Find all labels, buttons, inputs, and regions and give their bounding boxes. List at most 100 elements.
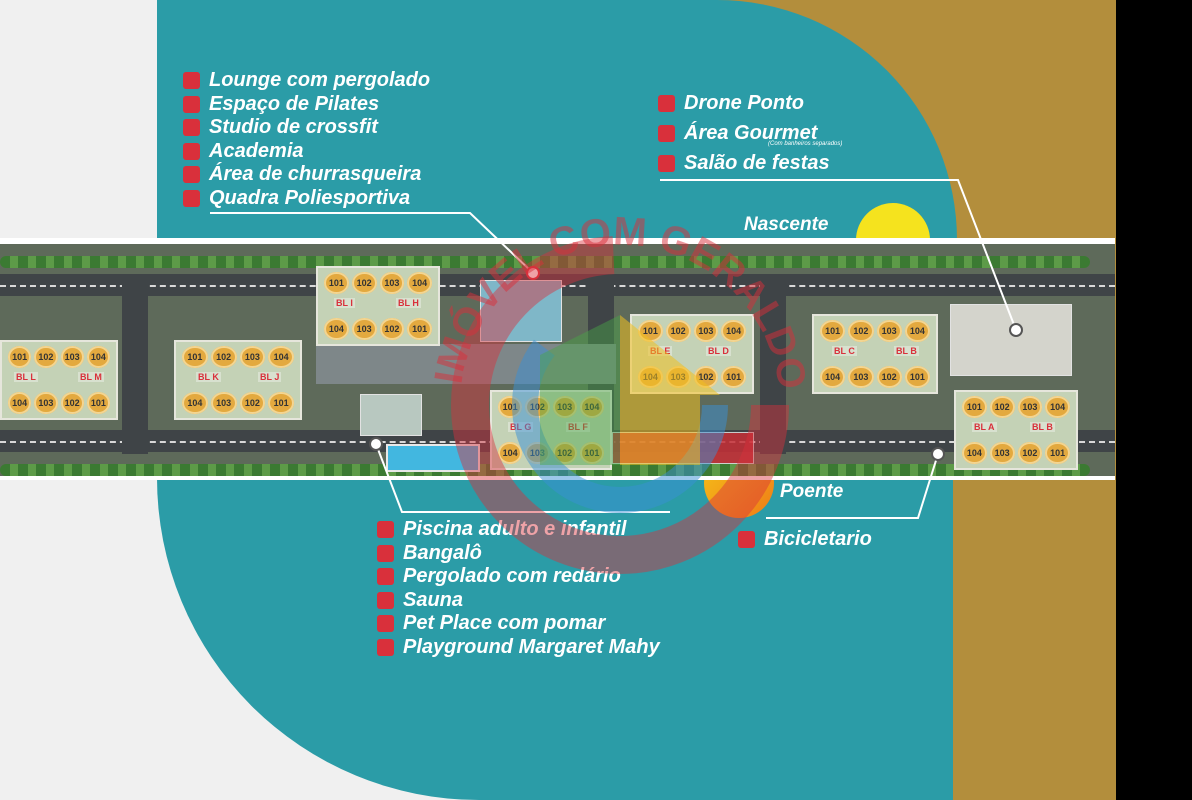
list-item: Piscina adulto e infantil (377, 518, 660, 542)
unit-number: 102 (210, 346, 237, 368)
sunrise-label: Nascente (744, 214, 829, 235)
unit-number: 103 (525, 442, 550, 464)
unit-number: 102 (848, 320, 874, 342)
unit-number: 102 (239, 392, 266, 414)
unit-number: 102 (1017, 442, 1043, 464)
tree-row-top (0, 256, 1090, 268)
unit-number: 104 (638, 366, 663, 388)
list-item: Bicicletario (738, 528, 872, 552)
unit-number: 103 (239, 346, 266, 368)
unit-number: 101 (1045, 442, 1070, 464)
unit-number: 102 (351, 272, 377, 294)
bullet-icon (183, 72, 200, 90)
amenities-list-bottom: Piscina adulto e infantil Bangalô Pergol… (377, 518, 660, 659)
bullet-icon (183, 95, 200, 113)
block-label: BL C (832, 346, 857, 356)
unit-number: 103 (1017, 396, 1043, 418)
sports-court (480, 280, 562, 342)
unit-number: 102 (525, 396, 550, 418)
unit-number: 102 (693, 366, 719, 388)
amenities-list-top-right: Drone Ponto Área Gourmet Salão de festas (658, 88, 830, 178)
list-item: Pergolado com redário (377, 565, 660, 589)
unit-number: 102 (665, 320, 691, 342)
unit-number: 102 (989, 396, 1015, 418)
unit-number: 104 (498, 442, 523, 464)
block-label: BL M (78, 372, 104, 382)
block-label: BL I (334, 298, 355, 308)
unit-number: 103 (379, 272, 405, 294)
bullet-icon (377, 521, 394, 539)
gourmet-note: (Com banheiros separados) (768, 141, 843, 147)
unit-number: 104 (962, 442, 987, 464)
list-item: Academia (183, 140, 430, 164)
unit-number: 101 (324, 272, 349, 294)
unit-number: 103 (351, 318, 377, 340)
bullet-icon (183, 142, 200, 160)
unit-number: 101 (182, 346, 208, 368)
bike-rack-item: Bicicletario (738, 528, 872, 552)
amenities-list-top-left: Lounge com pergolado Espaço de Pilates S… (183, 69, 430, 210)
unit-number: 101 (820, 320, 846, 342)
list-item: Bangalô (377, 542, 660, 566)
unit-number: 103 (848, 366, 874, 388)
block-label: BL J (258, 372, 282, 382)
list-item: Playground Margaret Mahy (377, 636, 660, 660)
unit-number: 103 (693, 320, 719, 342)
bullet-icon (183, 189, 200, 207)
unit-number: 102 (60, 392, 84, 414)
list-item: Pet Place com pomar (377, 612, 660, 636)
bullet-icon (658, 94, 675, 112)
list-item: Sauna (377, 589, 660, 613)
unit-number: 104 (820, 366, 846, 388)
list-item: Área Gourmet (658, 118, 830, 148)
bike-rack-area (612, 432, 754, 464)
block-label: BL B (1030, 422, 1055, 432)
block-label: BL A (972, 422, 997, 432)
unit-number: 101 (8, 346, 32, 368)
sunset-label: Poente (780, 481, 844, 502)
unit-number: 102 (552, 442, 577, 464)
callout-dot-gourmet (1009, 323, 1023, 337)
pergola-area (360, 394, 422, 436)
bullet-icon (377, 638, 394, 656)
black-edge (1116, 0, 1192, 800)
bullet-icon (658, 124, 675, 142)
road-vertical-1 (122, 274, 148, 454)
unit-number: 103 (665, 366, 691, 388)
list-item: Lounge com pergolado (183, 69, 430, 93)
bullet-icon (183, 166, 200, 184)
parking-lot (316, 344, 616, 384)
bullet-icon (183, 119, 200, 137)
bullet-icon (377, 544, 394, 562)
unit-number: 102 (379, 318, 405, 340)
block-label: BL E (648, 346, 673, 356)
bullet-icon (377, 591, 394, 609)
list-item: Espaço de Pilates (183, 93, 430, 117)
unit-number: 101 (579, 442, 604, 464)
unit-number: 103 (34, 392, 58, 414)
list-item: Drone Ponto (658, 88, 830, 118)
unit-number: 103 (210, 392, 237, 414)
block-label: BL K (196, 372, 221, 382)
list-item: Quadra Poliesportiva (183, 187, 430, 211)
bullet-icon (377, 615, 394, 633)
unit-number: 102 (34, 346, 58, 368)
road-vertical-3 (760, 274, 786, 454)
block-label: BL B (894, 346, 919, 356)
block-label: BL D (706, 346, 731, 356)
gourmet-area (950, 304, 1072, 376)
unit-number: 104 (268, 346, 294, 368)
bullet-icon (377, 568, 394, 586)
unit-number: 104 (904, 320, 930, 342)
block-label: BL L (14, 372, 38, 382)
unit-number: 103 (60, 346, 84, 368)
unit-number: 101 (638, 320, 663, 342)
unit-number: 101 (407, 318, 432, 340)
unit-number: 103 (989, 442, 1015, 464)
unit-number: 101 (86, 392, 110, 414)
unit-number: 103 (552, 396, 577, 418)
